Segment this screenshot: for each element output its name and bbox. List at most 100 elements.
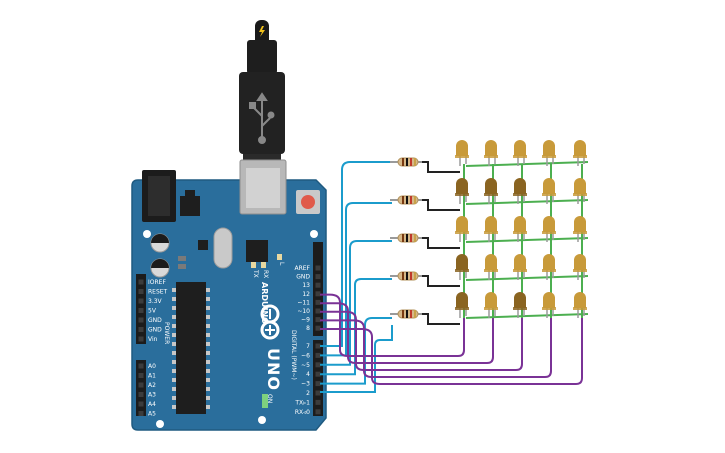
- led[interactable]: [542, 140, 556, 166]
- led[interactable]: [455, 216, 469, 242]
- header-pin[interactable]: [138, 279, 144, 285]
- pin-label: ~9: [301, 317, 310, 324]
- pin-label: 2: [306, 390, 310, 397]
- header-pin[interactable]: [315, 317, 321, 323]
- header-pin[interactable]: [138, 336, 144, 342]
- pin-label: A5: [148, 411, 156, 418]
- header-pin[interactable]: [138, 308, 144, 313]
- header-pin[interactable]: [138, 392, 144, 397]
- resistor[interactable]: [390, 271, 422, 281]
- header-pin[interactable]: [138, 411, 144, 416]
- led[interactable]: [484, 292, 498, 318]
- led[interactable]: [455, 178, 469, 204]
- header-pin[interactable]: [315, 265, 321, 271]
- led[interactable]: [573, 292, 587, 318]
- led[interactable]: [455, 292, 469, 318]
- led[interactable]: [484, 254, 498, 280]
- resistor-lead: [420, 199, 460, 211]
- pin-label: GND: [148, 327, 162, 334]
- led[interactable]: [573, 254, 587, 280]
- led[interactable]: [513, 140, 527, 166]
- header-pin[interactable]: [315, 390, 321, 396]
- chip-pin: [172, 351, 176, 355]
- header-pin[interactable]: [138, 401, 144, 407]
- header-pin[interactable]: [315, 325, 321, 331]
- led[interactable]: [542, 254, 556, 280]
- header-pin[interactable]: [315, 362, 321, 368]
- header-pin[interactable]: [138, 373, 144, 378]
- mounting-hole: [156, 420, 164, 428]
- header-pin[interactable]: [315, 343, 321, 349]
- led[interactable]: [513, 178, 527, 204]
- pin-label: 5V: [148, 308, 157, 315]
- led[interactable]: [542, 178, 556, 204]
- header-pin[interactable]: [315, 299, 321, 305]
- row-wire[interactable]: [320, 325, 393, 393]
- pin-label: A1: [148, 373, 156, 380]
- header-pin[interactable]: [315, 352, 321, 358]
- header-pin[interactable]: [138, 289, 144, 294]
- resistor[interactable]: [390, 309, 422, 319]
- led[interactable]: [573, 216, 587, 242]
- header-pin[interactable]: [138, 317, 144, 323]
- header-pin[interactable]: [315, 308, 321, 314]
- header-pin[interactable]: [315, 291, 321, 297]
- led[interactable]: [513, 254, 527, 280]
- led[interactable]: [455, 254, 469, 280]
- led[interactable]: [484, 178, 498, 204]
- row-wire[interactable]: [320, 240, 392, 366]
- column-wire[interactable]: [320, 316, 583, 385]
- led[interactable]: [573, 178, 587, 204]
- usb-cable[interactable]: [239, 20, 285, 164]
- column-wire[interactable]: [320, 316, 552, 378]
- resistor-leads: [420, 161, 460, 325]
- column-wire[interactable]: [320, 302, 494, 364]
- header-pin[interactable]: [138, 363, 144, 369]
- chip-pin: [206, 360, 210, 364]
- header-pin[interactable]: [315, 409, 321, 415]
- microcontroller-chip: [172, 282, 210, 414]
- resistor[interactable]: [390, 157, 422, 167]
- led[interactable]: [484, 140, 498, 166]
- chip-pin: [206, 288, 210, 292]
- header-pin[interactable]: [315, 371, 321, 377]
- resistor[interactable]: [390, 195, 422, 205]
- pin-label: A3: [148, 392, 156, 399]
- header-pin[interactable]: [315, 282, 321, 288]
- l-label: L: [278, 262, 285, 266]
- header-pin[interactable]: [315, 381, 321, 387]
- chip-pin: [172, 342, 176, 346]
- led[interactable]: [542, 292, 556, 318]
- led[interactable]: [513, 292, 527, 318]
- resistor-lead: [420, 237, 460, 249]
- arduino-board[interactable]: TX RX L ARDUINO UNO IOREFRESET3.3V5VGNDG…: [131, 159, 327, 431]
- header-pin[interactable]: [138, 327, 144, 332]
- tx-label: TX: [252, 269, 259, 278]
- header-pin[interactable]: [315, 399, 321, 405]
- resistor[interactable]: [390, 233, 422, 243]
- led[interactable]: [542, 216, 556, 242]
- header-pin[interactable]: [138, 382, 144, 388]
- column-wire[interactable]: [320, 310, 523, 371]
- chip-pin: [172, 324, 176, 328]
- row-wire[interactable]: [320, 317, 392, 385]
- header-pin[interactable]: [138, 298, 144, 304]
- pin-label: GND: [296, 274, 310, 281]
- led[interactable]: [513, 216, 527, 242]
- chip-pin: [172, 387, 176, 391]
- row-wire[interactable]: [320, 161, 392, 347]
- led[interactable]: [573, 140, 587, 166]
- row-wire[interactable]: [320, 202, 392, 357]
- pin-label: ~5: [301, 362, 310, 369]
- pin-label: RESET: [148, 289, 168, 296]
- header-pin[interactable]: [315, 274, 321, 280]
- column-wire[interactable]: [320, 293, 465, 357]
- row-wire[interactable]: [320, 278, 392, 376]
- led[interactable]: [455, 140, 469, 166]
- power-header-title: POWER: [163, 322, 170, 344]
- led[interactable]: [484, 216, 498, 242]
- pin-label: RX◃0: [295, 409, 310, 416]
